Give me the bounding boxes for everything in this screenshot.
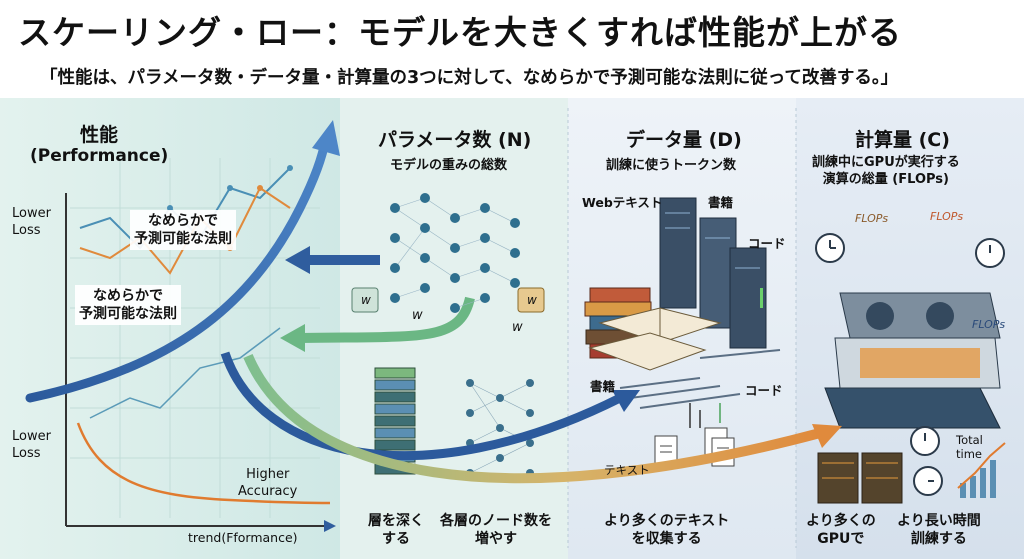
code-label-bottom: コード [745, 383, 783, 398]
weight-symbol-right: w [527, 293, 537, 307]
flops-label-2: FLOPs [930, 210, 964, 223]
gpu-chips [817, 452, 903, 504]
text-label: テキスト [604, 463, 650, 477]
y-label-top: Lower Loss [12, 206, 51, 238]
clock-icons [815, 233, 1005, 496]
wide-network [469, 382, 531, 474]
compute-arrow [243, 354, 822, 484]
callout-smooth-law-1: なめらかで 予測可能な法則 [130, 210, 236, 250]
page-title: スケーリング・ロー：モデルを大きくすれば性能が上がる [18, 13, 902, 52]
wider-layers-caption: 各層のノード数を 増やす [440, 513, 552, 547]
performance-title-en: (Performance) [30, 146, 169, 166]
neural-network [394, 197, 516, 309]
gpu-hardware [824, 292, 1001, 429]
deeper-layers-caption: 層を深く する [368, 513, 424, 547]
params-title: パラメータ数 (N) [378, 129, 532, 151]
total-time-label: Total time [956, 433, 983, 461]
data-title: データ量 (D) [626, 129, 742, 151]
higher-accuracy-label: Higher Accuracy [238, 467, 298, 499]
code-label-top: コード [748, 236, 786, 251]
bar-chart-icon [957, 442, 1006, 498]
compute-desc: 訓練中にGPUが実行する 演算の総量 (FLOPs) [812, 155, 960, 187]
weight-block-right [517, 287, 545, 313]
weight-symbol-low: w [512, 320, 523, 335]
data-desc: 訓練に使うトークン数 [606, 158, 737, 173]
callout-smooth-law-2: なめらかで 予測可能な法則 [75, 285, 181, 325]
weight-symbol-mid: w [412, 308, 423, 323]
x-axis-label: trend(Fformance) [188, 530, 298, 545]
server-racks [659, 197, 767, 349]
flops-label-3: FLOPs [972, 318, 1006, 331]
weight-symbol-left: w [361, 293, 371, 307]
more-gpus-caption: より多くの GPUで [806, 513, 876, 547]
params-desc: モデルの重みの総数 [390, 158, 508, 173]
loss-curve [76, 422, 331, 505]
trend-line-small-3 [89, 327, 281, 419]
performance-curve [25, 133, 331, 403]
compute-title: 計算量 (C) [855, 129, 950, 151]
weight-block-left [351, 287, 379, 313]
books-label-bottom: 書籍 [590, 379, 616, 394]
page-subtitle: 「性能は、パラメータ数・データ量・計算量の3つに対して、なめらかで予測可能な法則… [40, 68, 899, 88]
green-arrow [299, 296, 475, 343]
y-label-bottom: Lower Loss [12, 429, 51, 461]
performance-title: 性能 [80, 124, 119, 146]
longer-training-caption: より長い時間 訓練する [897, 513, 981, 547]
books-label-top: 書籍 [708, 195, 734, 210]
open-books [588, 307, 722, 371]
data-caption: より多くのテキスト を収集する [604, 513, 730, 547]
web-text-label: Webテキスト [582, 195, 663, 210]
diagram-canvas [0, 98, 1024, 559]
upload-arrows [689, 403, 721, 428]
flops-label-1: FLOPs [855, 212, 889, 225]
code-lines [619, 349, 781, 409]
network-nodes [390, 193, 520, 313]
